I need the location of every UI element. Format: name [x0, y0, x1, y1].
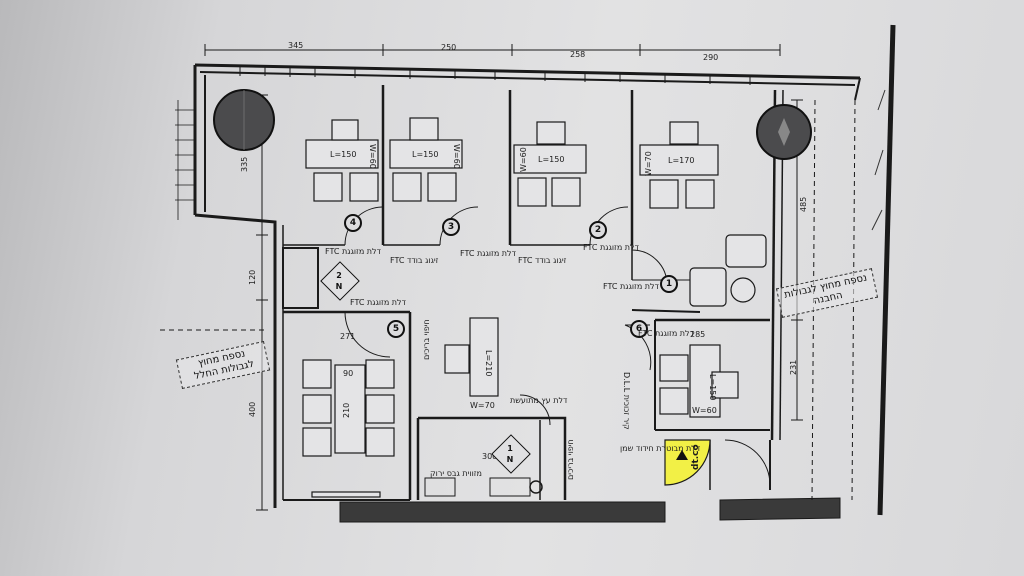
desk4-width: W=60 [368, 144, 377, 169]
desk6-length: L=150 [708, 374, 717, 401]
dim-top-3: 258 [570, 50, 586, 59]
dim-left-bot: 400 [248, 401, 257, 417]
north-marker-2-bot: N [506, 455, 514, 464]
desk-office2 [513, 144, 587, 174]
north-wall-outer [194, 63, 861, 80]
lobby-table-length: L=210 [484, 350, 493, 377]
door-label-entrance: דלת מבוטרת חידוד שמן [620, 444, 701, 453]
partition-label-room2: FTC זיגוג בודד [518, 256, 567, 265]
door-label-room4: FTC דלת מזוגגת [325, 247, 381, 256]
door-label-room1: FTC דלת מזוגגת [603, 282, 659, 291]
desk1-length: L=170 [668, 156, 695, 165]
dim-top-1: 345 [288, 41, 304, 50]
dim-top-4: 290 [703, 53, 719, 62]
door-label-room2: FTC דלת מזוגגת [583, 243, 639, 252]
entrance-badge: dt.co [691, 444, 701, 470]
north-marker-1-bot: N [335, 282, 343, 291]
desk-office4 [305, 139, 379, 169]
dim-room6: 285 [690, 330, 706, 339]
room-number-4: 4 [344, 214, 362, 232]
wall-note-1: חיפוי בריכים [422, 319, 431, 360]
dim-top-2: 250 [441, 43, 457, 52]
dim-room5: 271 [340, 332, 356, 341]
desk4-length: L=150 [330, 150, 357, 159]
room-number-3: 3 [442, 218, 460, 236]
north-marker-1-top: 2 [336, 271, 342, 280]
dim-left-top: 335 [240, 156, 249, 172]
meeting-table-b: 210 [342, 402, 351, 418]
west-wall [194, 213, 277, 508]
desk3-length: L=150 [412, 150, 439, 159]
partition-label-room3: FTC זיגוג בודד [390, 256, 439, 265]
north-marker-2-top: 1 [507, 444, 513, 453]
lobby-table-width: W=70 [470, 401, 495, 410]
room-number-2: 2 [589, 221, 607, 239]
desk3-width: W=60 [452, 144, 461, 169]
dim-left-mid: 120 [248, 269, 257, 285]
meeting-table-a: 90 [343, 369, 354, 378]
door-label-kitchen: דלת עץ מתועשת [510, 396, 568, 405]
room-number-1: 1 [660, 275, 678, 293]
door-label-room5: FTC דלת מזוגגת [350, 298, 406, 307]
door-label-room3: FTC דלת מזוגגת [460, 249, 516, 258]
north-wall-inner [199, 71, 856, 86]
desk2-length: L=150 [538, 155, 565, 164]
page-edge [877, 24, 896, 516]
glass-wall-label: D.L.L קיר זכוכית [622, 372, 631, 430]
dim-right-bot: 231 [789, 359, 798, 375]
desk6-width: W=60 [692, 406, 717, 415]
desk1-width: W=70 [644, 151, 653, 176]
dim-right-top: 485 [799, 196, 808, 212]
dim-kitchen: 300 [482, 452, 498, 461]
lobby-table [469, 317, 499, 397]
south-wall [339, 501, 666, 523]
room-number-5: 5 [387, 320, 405, 338]
wall-note-2: חיפוי בריכים [566, 439, 575, 480]
entrance-highlight [664, 439, 711, 486]
room-number-6: 6 [630, 320, 648, 338]
door-label-room6: FTC דלת מזוגגת [638, 329, 694, 338]
meeting-table [334, 364, 366, 454]
desk2-width: W=60 [519, 147, 528, 172]
counter-label: מזווית גבס ירוק [430, 469, 482, 478]
desk-office1 [639, 144, 719, 176]
